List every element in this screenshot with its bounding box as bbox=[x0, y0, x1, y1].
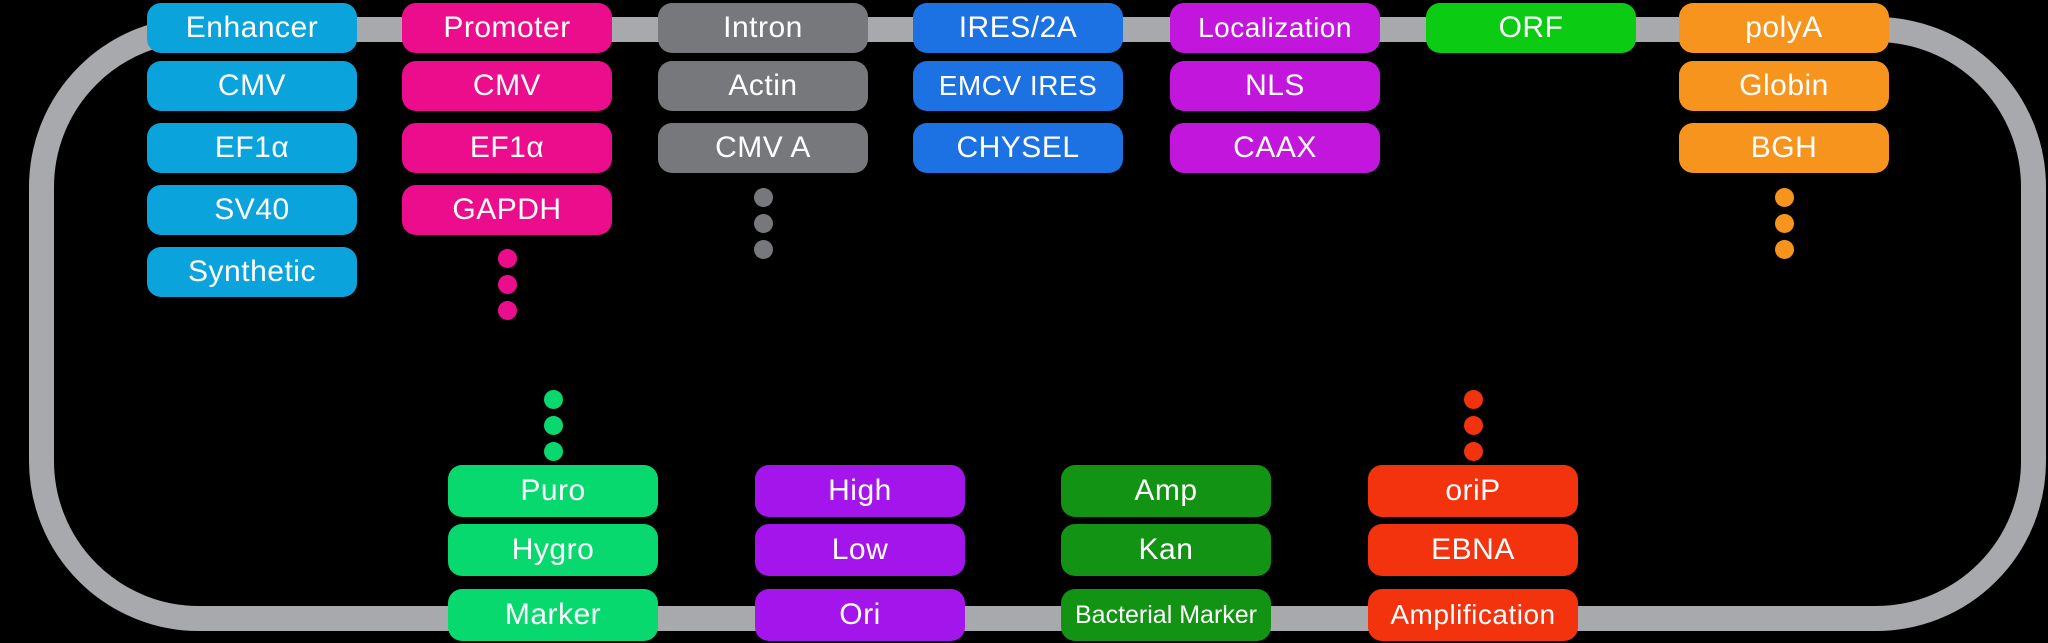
element-box: Low bbox=[755, 524, 965, 576]
category-header-box: Marker bbox=[448, 589, 658, 641]
ellipsis-dots bbox=[448, 390, 658, 461]
dot-icon bbox=[1774, 188, 1794, 207]
element-box: Actin bbox=[658, 61, 868, 111]
category-header-box: ORF bbox=[1426, 3, 1636, 53]
ellipsis-dots bbox=[658, 188, 868, 259]
dot-icon bbox=[497, 301, 517, 320]
ellipsis-dots bbox=[1368, 390, 1578, 461]
dot-icon bbox=[543, 442, 563, 461]
category-header-box: IRES/2A bbox=[913, 3, 1123, 53]
bottom-column-marker: Puro Hygro Marker bbox=[448, 380, 658, 643]
dot-icon bbox=[753, 188, 773, 207]
dot-icon bbox=[753, 214, 773, 233]
element-box: Amp bbox=[1061, 465, 1271, 517]
element-box: CMV bbox=[147, 61, 357, 111]
dot-icon bbox=[1463, 416, 1483, 435]
category-header-box: Bacterial Marker bbox=[1061, 589, 1271, 641]
element-box: BGH bbox=[1679, 123, 1889, 173]
element-box: Globin bbox=[1679, 61, 1889, 111]
element-box: oriP bbox=[1368, 465, 1578, 517]
element-box: EF1α bbox=[147, 123, 357, 173]
dot-icon bbox=[1774, 214, 1794, 233]
element-box: EBNA bbox=[1368, 524, 1578, 576]
element-box: EMCV IRES bbox=[913, 61, 1123, 111]
category-header-box: polyA bbox=[1679, 3, 1889, 53]
element-box: EF1α bbox=[402, 123, 612, 173]
dot-icon bbox=[497, 249, 517, 268]
element-box: CHYSEL bbox=[913, 123, 1123, 173]
element-box: NLS bbox=[1170, 61, 1380, 111]
bottom-column-bacterial-marker: Amp Kan Bacterial Marker bbox=[1061, 380, 1271, 643]
dot-icon bbox=[1463, 390, 1483, 409]
element-box: Puro bbox=[448, 465, 658, 517]
ellipsis-dots bbox=[1679, 188, 1889, 259]
element-box: High bbox=[755, 465, 965, 517]
element-box: Hygro bbox=[448, 524, 658, 576]
category-header-box: Intron bbox=[658, 3, 868, 53]
dot-icon bbox=[753, 240, 773, 259]
dot-icon bbox=[543, 390, 563, 409]
category-header-box: Ori bbox=[755, 589, 965, 641]
element-box: CMV bbox=[402, 61, 612, 111]
element-box: Synthetic bbox=[147, 247, 357, 297]
dot-icon bbox=[1774, 240, 1794, 259]
dot-icon bbox=[1463, 442, 1483, 461]
category-header-box: Localization bbox=[1170, 3, 1380, 53]
category-header-box: Promoter bbox=[402, 3, 612, 53]
ellipsis-dots bbox=[402, 249, 612, 320]
category-header-box: Amplification bbox=[1368, 589, 1578, 641]
element-box: GAPDH bbox=[402, 185, 612, 235]
bottom-column-ori: High Low Ori bbox=[755, 380, 965, 643]
bottom-column-amplification: oriP EBNA Amplification bbox=[1368, 380, 1578, 643]
dot-icon bbox=[497, 275, 517, 294]
element-box: CMV A bbox=[658, 123, 868, 173]
element-box: SV40 bbox=[147, 185, 357, 235]
category-header-box: Enhancer bbox=[147, 3, 357, 53]
element-box: CAAX bbox=[1170, 123, 1380, 173]
dot-icon bbox=[543, 416, 563, 435]
element-box: Kan bbox=[1061, 524, 1271, 576]
